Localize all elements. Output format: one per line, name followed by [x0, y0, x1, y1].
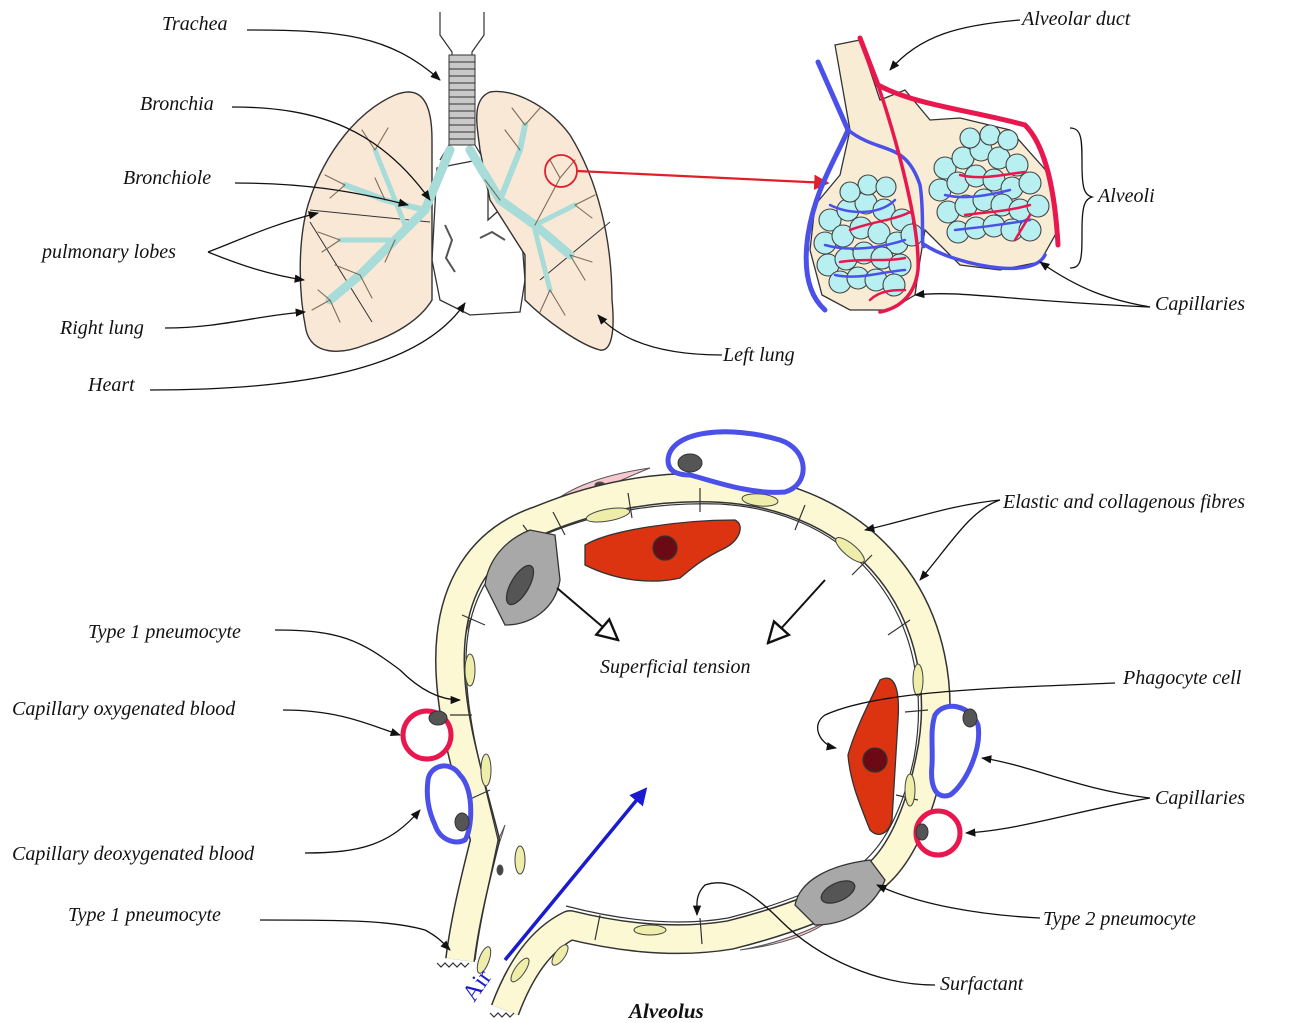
label-alveolar-duct: Alveolar duct — [1020, 8, 1131, 30]
label-heart: Heart — [87, 374, 135, 396]
type2-cells — [485, 530, 885, 925]
label-bronchia: Bronchia — [140, 93, 214, 115]
label-capillary-deoxygenated: Capillary deoxygenated blood — [12, 843, 255, 865]
label-air: Air — [458, 965, 498, 1006]
label-phagocyte-cell: Phagocyte cell — [1122, 667, 1242, 689]
alveolus-illustration — [403, 432, 979, 1017]
label-trachea: Trachea — [162, 13, 228, 35]
zoom-pointer-arrow — [577, 171, 828, 183]
label-type1-upper: Type 1 pneumocyte — [88, 621, 241, 643]
label-bronchiole: Bronchiole — [123, 167, 211, 189]
label-alveolus-title: Alveolus — [627, 999, 704, 1023]
label-type1-lower: Type 1 pneumocyte — [68, 904, 221, 926]
label-capillaries-bottom: Capillaries — [1155, 787, 1245, 809]
label-capillaries-top: Capillaries — [1155, 293, 1245, 315]
alveoli-brace — [1070, 128, 1092, 268]
label-right-lung: Right lung — [59, 317, 144, 339]
label-alveoli: Alveoli — [1096, 185, 1155, 207]
trachea-shape — [440, 12, 484, 160]
label-pulmonary-lobes: pulmonary lobes — [40, 241, 176, 263]
label-elastic-fibres: Elastic and collagenous fibres — [1002, 491, 1245, 513]
alveolar-cluster-illustration — [806, 38, 1092, 312]
label-left-lung: Left lung — [722, 344, 795, 366]
label-superficial-tension: Superficial tension — [600, 656, 751, 678]
lungs-illustration — [300, 12, 613, 351]
label-type2: Type 2 pneumocyte — [1043, 908, 1196, 930]
labels: Trachea Bronchia Bronchiole pulmonary lo… — [12, 8, 1245, 1023]
label-capillary-oxygenated: Capillary oxygenated blood — [12, 698, 236, 720]
label-surfactant: Surfactant — [940, 973, 1024, 995]
